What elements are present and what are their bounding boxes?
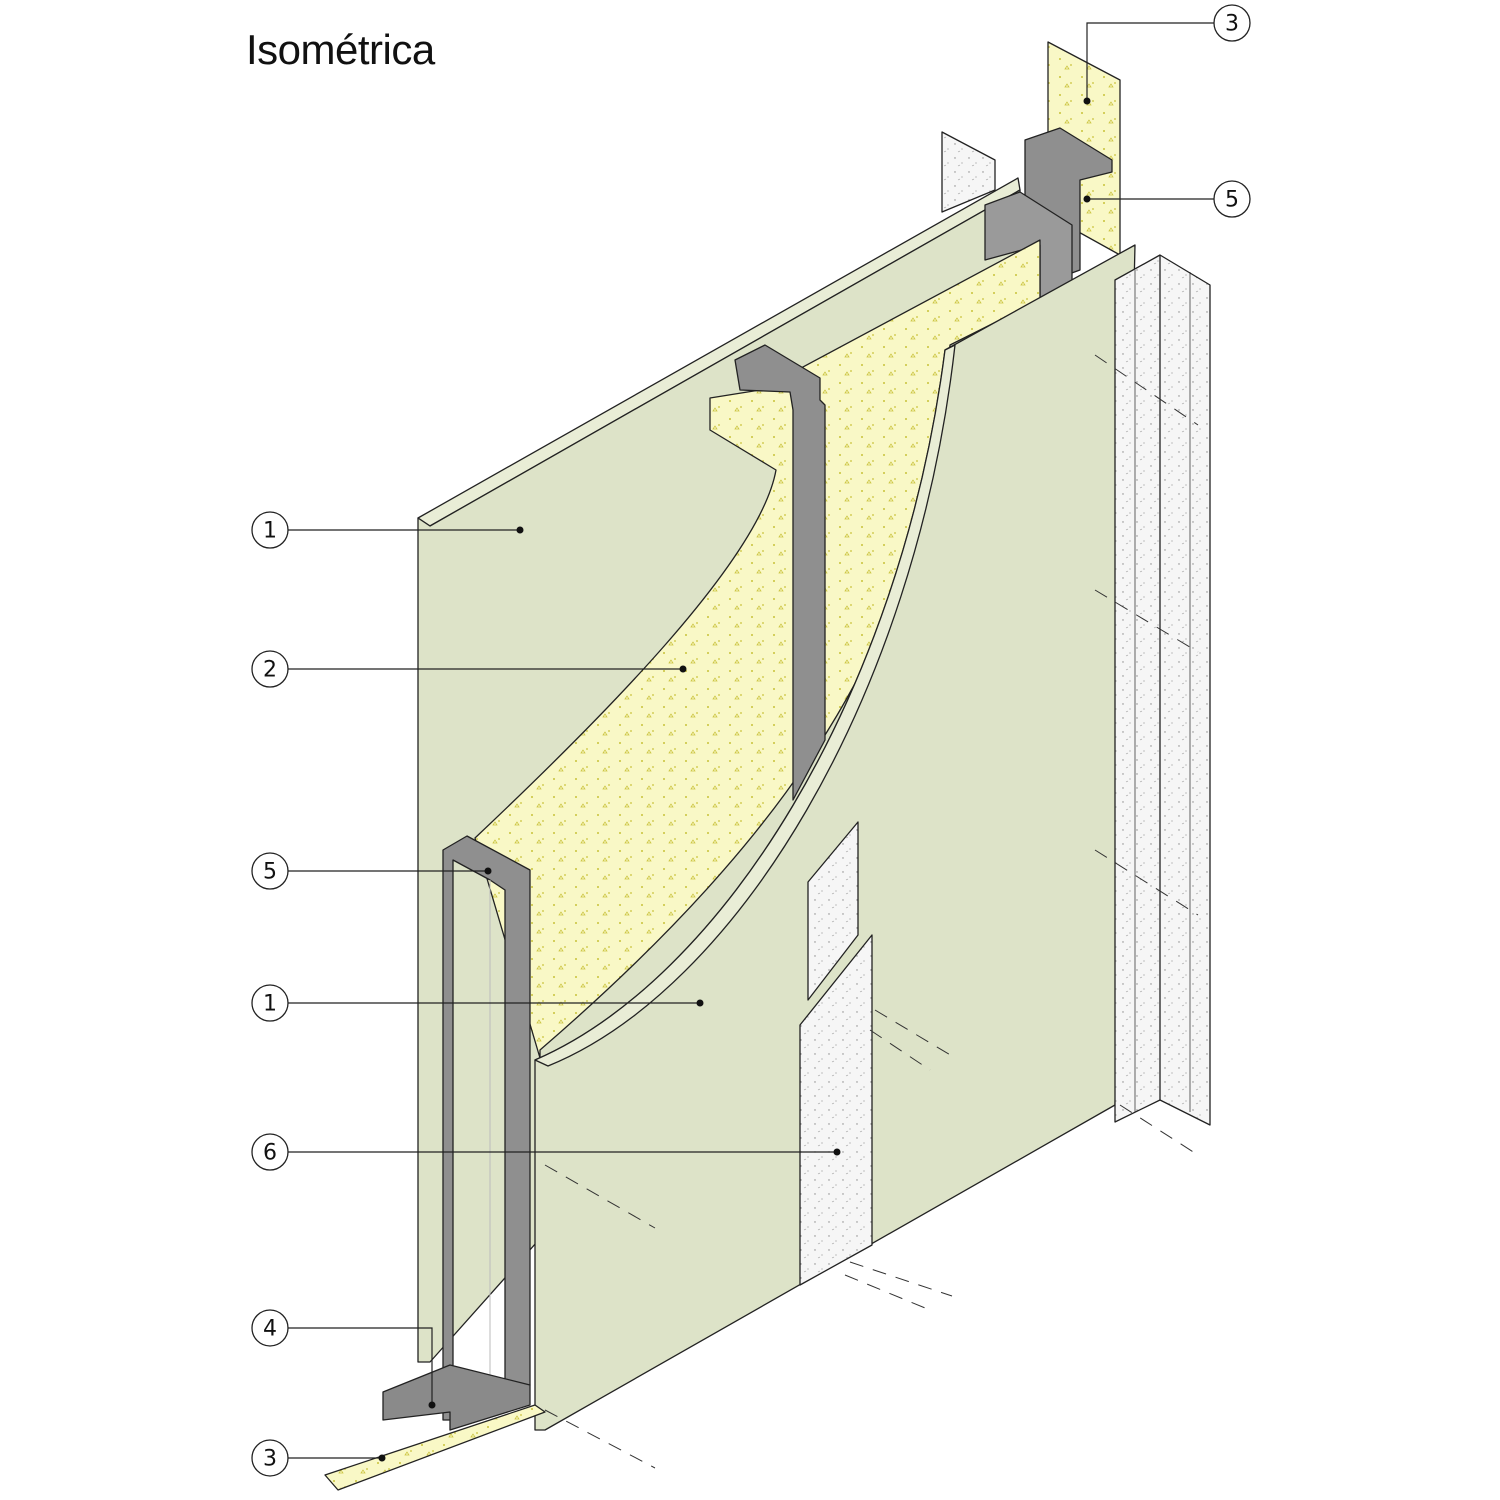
svg-text:6: 6 <box>263 1141 277 1166</box>
callout-1-lower: 1 <box>251 984 289 1022</box>
svg-text:5: 5 <box>263 860 277 885</box>
screw-lines <box>544 354 1199 1469</box>
gypsum-strip-upper <box>807 821 859 1001</box>
stud-center <box>734 344 826 801</box>
svg-text:3: 3 <box>1225 12 1239 37</box>
callout-3-bottom: 3 <box>251 1439 289 1477</box>
svg-text:5: 5 <box>1225 188 1239 213</box>
callout-1-upper: 1 <box>251 511 289 549</box>
bottom-band <box>324 1404 546 1491</box>
callout-3-top: 3 <box>1213 4 1251 42</box>
side-panel <box>1114 254 1211 1126</box>
svg-text:2: 2 <box>263 658 277 683</box>
svg-text:3: 3 <box>263 1447 277 1472</box>
svg-text:1: 1 <box>263 992 277 1017</box>
callout-2: 2 <box>251 650 289 688</box>
callout-5-top: 5 <box>1213 180 1251 218</box>
callout-4: 4 <box>251 1309 289 1347</box>
bottom-track <box>382 1364 531 1431</box>
svg-text:4: 4 <box>263 1317 277 1342</box>
svg-text:1: 1 <box>263 519 277 544</box>
back-gypsum-top <box>941 131 996 213</box>
callout-6: 6 <box>251 1133 289 1171</box>
diagram-title: Isométrica <box>246 26 435 73</box>
gypsum-strip <box>799 934 873 1286</box>
callout-dots <box>378 97 1091 1462</box>
board-lower-cut-edge <box>534 344 956 1067</box>
callout-leaders <box>288 22 1214 1459</box>
callout-5-front: 5 <box>251 852 289 890</box>
